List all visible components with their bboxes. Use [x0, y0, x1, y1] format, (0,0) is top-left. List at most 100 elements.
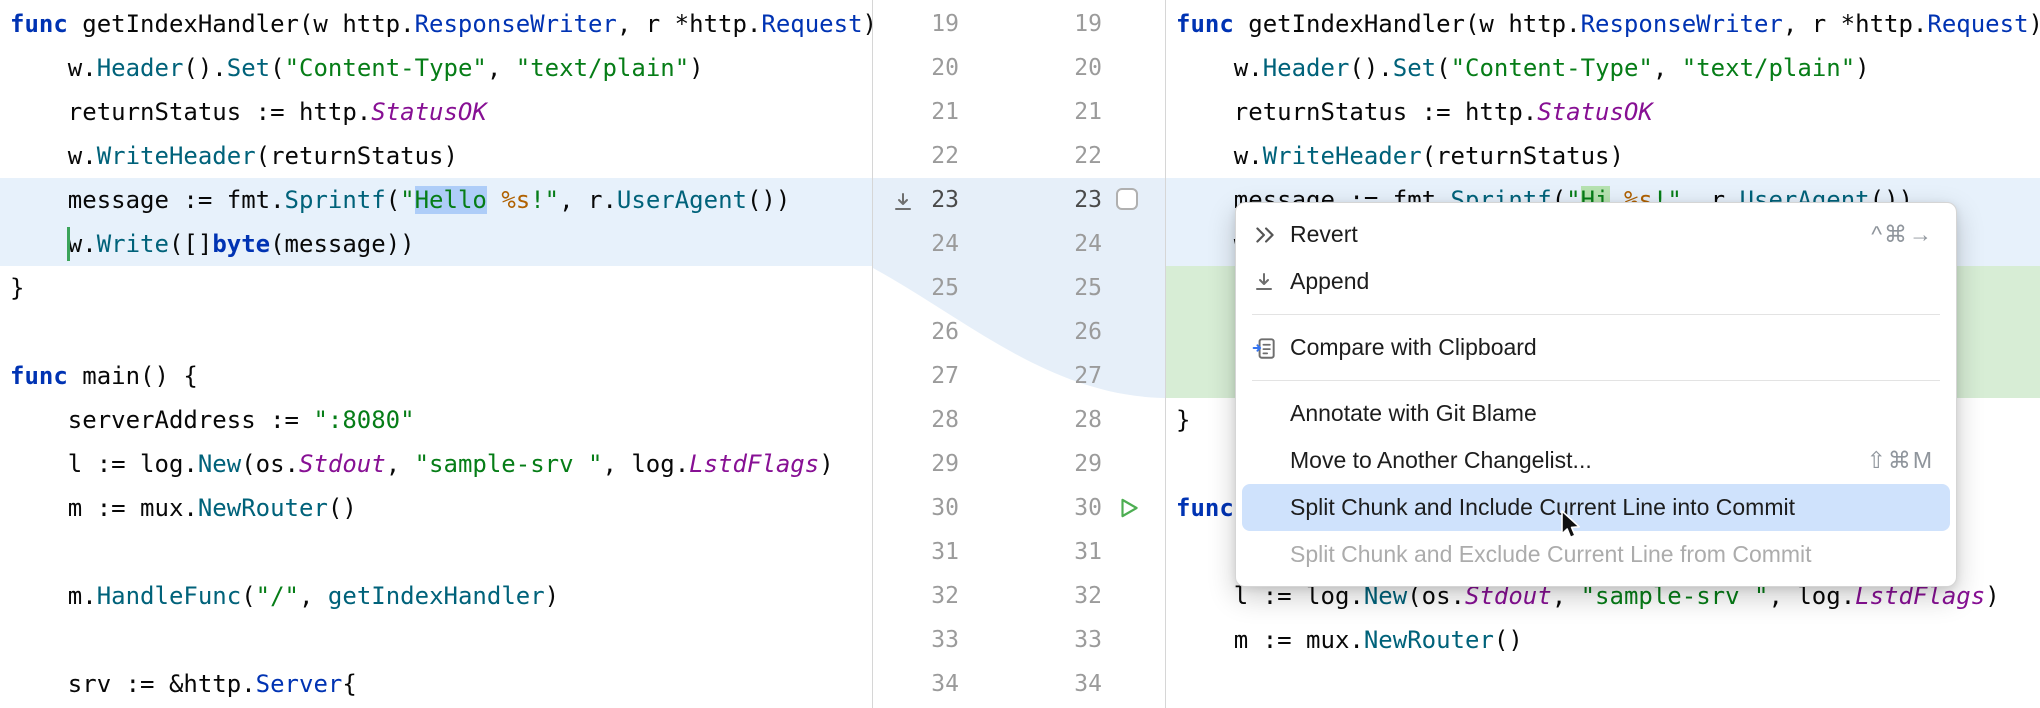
code-token: Server	[255, 670, 343, 698]
code-line[interactable]: l := log.New(os.Stdout, "sample-srv ", l…	[0, 442, 872, 486]
code-token: New	[197, 450, 242, 478]
code-line[interactable]	[0, 310, 872, 354]
code-token: "	[400, 186, 415, 214]
code-token: Hello	[414, 186, 487, 214]
gutter-row: 28 28	[873, 398, 1165, 442]
line-number-right: 25	[1074, 275, 1102, 301]
include-line-checkbox[interactable]	[1116, 188, 1138, 210]
menu-item-compare-with-clipboard[interactable]: Compare with Clipboard	[1242, 324, 1950, 371]
left-editor[interactable]: func getIndexHandler(w http.ResponseWrit…	[0, 0, 872, 708]
code-token: func	[10, 362, 68, 390]
code-token: l := log.	[10, 450, 198, 478]
code-line[interactable]: w.WriteHeader(returnStatus)	[0, 134, 872, 178]
code-line[interactable]: }	[1166, 398, 2040, 442]
code-line[interactable]: returnStatus := http.StatusOK	[0, 90, 872, 134]
code-token: "sample-srv "	[414, 450, 603, 478]
code-token: }	[1176, 406, 1191, 434]
code-token: Request	[761, 10, 863, 38]
code-token: ,	[385, 450, 415, 478]
code-token: returnStatus := http.	[10, 98, 372, 126]
code-token	[487, 186, 501, 214]
code-token: message := fmt.	[10, 186, 285, 214]
code-line[interactable]: m := mux.NewRouter()	[0, 486, 872, 530]
code-token: (returnStatus)	[255, 142, 458, 170]
line-number-left: 32	[931, 583, 959, 609]
line-number-right: 26	[1074, 319, 1102, 345]
code-line[interactable]	[0, 530, 872, 574]
code-token: ,	[1551, 582, 1581, 610]
menu-item-split-chunk-include[interactable]: Split Chunk and Include Current Line int…	[1242, 484, 1950, 531]
line-number-left: 33	[931, 627, 959, 653]
code-token: Set	[226, 54, 271, 82]
code-token: , r.	[559, 186, 617, 214]
code-line[interactable]: m := mux.NewRouter()	[1166, 618, 2040, 662]
code-token: WriteHeader	[1262, 142, 1422, 170]
code-token: UserAgent	[616, 186, 747, 214]
code-line[interactable]: returnStatus := http.StatusOK	[1166, 90, 2040, 134]
code-token: "/"	[255, 582, 300, 610]
code-token: Set	[1392, 54, 1437, 82]
menu-item-annotate-with-git-blame[interactable]: Annotate with Git Blame	[1242, 390, 1950, 437]
code-token: ().	[1349, 54, 1393, 82]
code-token: w.	[10, 142, 97, 170]
code-line[interactable]	[0, 618, 872, 662]
line-number-right: 19	[1074, 11, 1102, 37]
line-number-left: 28	[931, 407, 959, 433]
line-number-right: 20	[1074, 55, 1102, 81]
code-line[interactable]: srv := &http.Server{	[0, 662, 872, 706]
code-token: returnStatus := http.	[1176, 98, 1538, 126]
code-token: getIndexHandler(w http.	[67, 10, 415, 38]
code-token: NewRouter	[197, 494, 328, 522]
code-line[interactable]: }	[0, 266, 872, 310]
run-main-icon[interactable]	[1116, 495, 1142, 539]
code-token: Stdout	[299, 450, 386, 478]
line-number-right: 33	[1074, 627, 1102, 653]
code-line[interactable]: w.Write([]byte(message))	[0, 222, 872, 266]
code-token: Request	[1927, 10, 2029, 38]
append-icon	[1252, 270, 1290, 294]
code-token: (	[241, 582, 256, 610]
code-line[interactable]: w.Header().Set("Content-Type", "text/pla…	[1166, 46, 2040, 90]
code-line[interactable]: serverAddress := ":8080"	[0, 398, 872, 442]
code-line[interactable]: func main() {	[0, 354, 872, 398]
append-chunk-icon[interactable]	[891, 188, 915, 232]
code-line[interactable]: func getIndexHandler(w http.ResponseWrit…	[0, 2, 872, 46]
code-token: StatusOK	[371, 98, 487, 126]
menu-item-revert[interactable]: Revert^⌘→	[1242, 211, 1950, 258]
menu-item-append[interactable]: Append	[1242, 258, 1950, 305]
code-line[interactable]: message := fmt.Sprintf("Hello %s!", r.Us…	[0, 178, 872, 222]
code-token: (returnStatus)	[1421, 142, 1624, 170]
line-number-left: 24	[931, 231, 959, 257]
code-token: ) {	[2029, 10, 2040, 38]
code-line[interactable]: w.WriteHeader(returnStatus)	[1166, 134, 2040, 178]
code-line[interactable]: func getIndexHandler(w http.ResponseWrit…	[1166, 2, 2040, 46]
code-token: byte	[212, 230, 271, 258]
code-token: {	[342, 670, 357, 698]
code-token: Header	[96, 54, 184, 82]
code-token: ().	[183, 54, 227, 82]
code-line[interactable]: m.HandleFunc("/", getIndexHandler)	[0, 574, 872, 618]
menu-item-move-to-another-changelist[interactable]: Move to Another Changelist...⇧⌘M	[1242, 437, 1950, 484]
menu-item-label: Annotate with Git Blame	[1290, 400, 1537, 426]
code-token: m := mux.	[10, 494, 198, 522]
code-line[interactable]: w.Header().Set("Content-Type", "text/pla…	[0, 46, 872, 90]
menu-shortcut: ⇧⌘M	[1866, 447, 1934, 473]
menu-item-label: Revert	[1290, 221, 1358, 247]
menu-item-label: Append	[1290, 268, 1370, 294]
line-number-right: 28	[1074, 407, 1102, 433]
code-token: ,	[299, 582, 328, 610]
code-token: (	[270, 54, 285, 82]
code-token: (	[1436, 54, 1451, 82]
code-token: )	[689, 54, 704, 82]
code-line[interactable]	[1166, 662, 2040, 706]
menu-item-label: Compare with Clipboard	[1290, 334, 1537, 360]
